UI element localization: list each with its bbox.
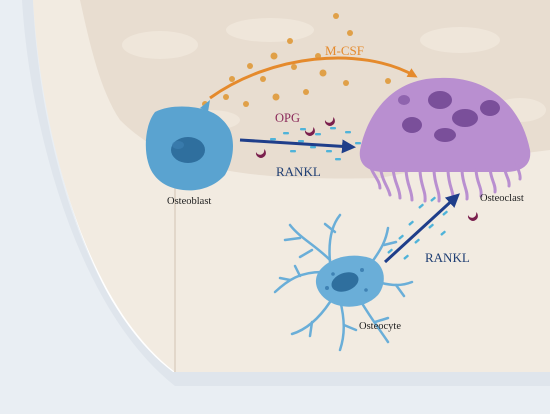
rankl-label-top: RANKL [276,164,321,179]
osteoblast-label: Osteoblast [167,196,211,207]
mcsf-label: M-CSF [325,43,364,58]
osteoclast-label: Osteoclast [480,193,524,204]
osteocyte-cell [273,213,414,352]
rankl-label-right: RANKL [425,250,470,265]
opg-molecules [255,117,478,221]
rankl-arrow-diagonal [383,193,460,264]
rankl-particles-diagonal [387,196,458,260]
osteocyte-label: Osteocyte [359,321,401,332]
rankl-arrow-horizontal [239,138,356,154]
mcsf-arrow [209,56,418,100]
osteoblast-cell [145,100,233,191]
osteoclast-cell [359,77,531,203]
rankl-particles-top [270,127,361,161]
opg-label: OPG [275,111,300,125]
